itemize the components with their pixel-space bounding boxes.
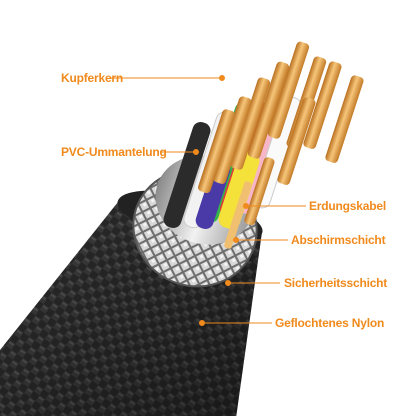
label-ground-wire: Erdungskabel	[309, 199, 386, 213]
callout-lines	[110, 75, 306, 326]
label-pvc-sheath: PVC-Ummantelung	[61, 145, 167, 159]
label-braided-nylon: Geflochtenes Nylon	[275, 316, 385, 330]
label-safety-layer: Sicherheitsschicht	[284, 276, 388, 290]
label-copper-core: Kupferkern	[61, 71, 124, 85]
label-shield-layer: Abschirmschicht	[291, 233, 386, 247]
copper-cores	[198, 41, 364, 249]
